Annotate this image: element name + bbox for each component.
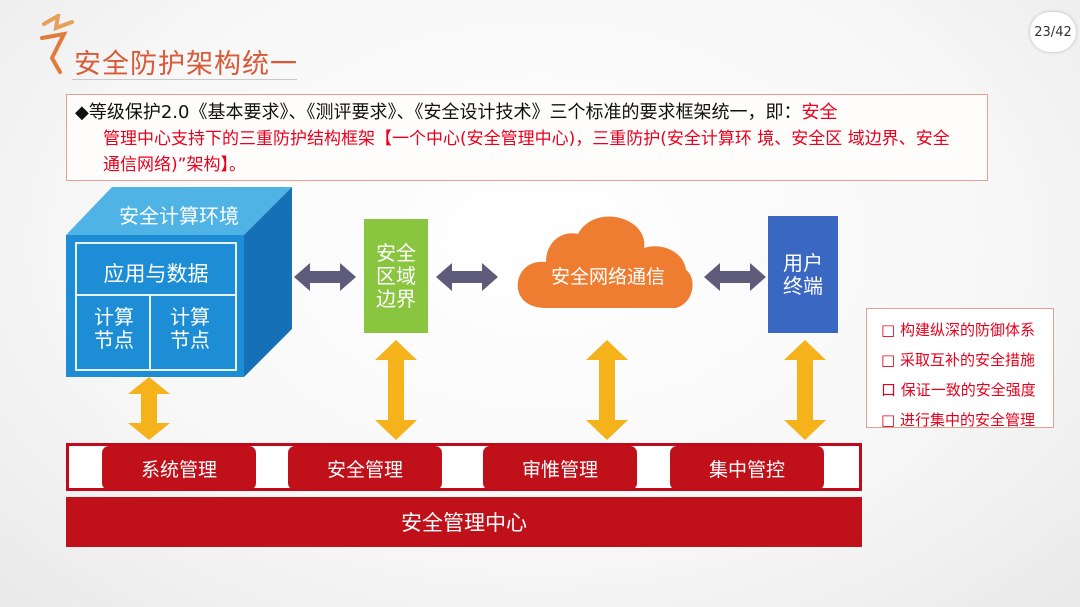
intro-line-2: 管理中心支持下的三重防护结构框架【一个中心(安全管理中心)，三重防护(安全计算环… <box>103 129 950 149</box>
area-boundary-box: 安全 区域 边界 <box>364 219 428 333</box>
list-item: 口 保证一致的安全强度 <box>881 381 1036 399</box>
title-underline <box>72 79 297 80</box>
double-arrow-icon <box>704 263 766 291</box>
compute-environment-cube <box>66 187 292 377</box>
list-item: □ 进行集中的安全管理 <box>881 411 1035 429</box>
compute-node-right: 计算 节点 <box>170 305 210 352</box>
user-terminal-label: 用户 终端 <box>783 250 823 298</box>
security-management-center-bar: 安全管理中心 <box>66 497 862 547</box>
vertical-double-arrow-icon <box>375 340 417 440</box>
list-item: □ 采取互补的安全措施 <box>881 351 1035 369</box>
intro-line-3: 通信网络)”架构】。 <box>103 155 246 175</box>
system-management-pill: 系统管理 <box>102 446 256 490</box>
vertical-double-arrow-icon <box>784 340 826 440</box>
security-management-pill: 安全管理 <box>288 446 442 490</box>
principles-list: □ 构建纵深的防御体系 □ 采取互补的安全措施 口 保证一致的安全强度 □ 进行… <box>866 308 1054 429</box>
page-number-badge: 23/42 <box>1030 12 1076 52</box>
vertical-double-arrow-icon <box>128 377 170 440</box>
double-arrow-icon <box>294 263 356 291</box>
area-boundary-label: 安全 区域 边界 <box>376 240 416 311</box>
central-control-pill: 集中管控 <box>670 446 824 490</box>
intro-line-1: ◆等级保护2.0《基本要求》、《测评要求》、《安全设计技术》三个标准的要求框架统… <box>75 102 838 123</box>
network-comm-label: 安全网络通信 <box>550 266 665 288</box>
bullet-icon: ◆ <box>75 102 89 123</box>
intro-textbox: ◆等级保护2.0《基本要求》、《测评要求》、《安全设计技术》三个标准的要求框架统… <box>66 94 988 181</box>
user-terminal-box: 用户 终端 <box>768 216 838 333</box>
double-arrow-icon <box>436 263 498 291</box>
page-title: 安全防护架构统一 <box>74 49 298 80</box>
compute-environment-label: 安全计算环境 <box>119 204 239 228</box>
compute-node-left: 计算 节点 <box>94 305 134 352</box>
audit-management-pill: 审惟管理 <box>483 446 637 490</box>
cloud-icon <box>517 216 693 308</box>
vertical-double-arrow-icon <box>586 340 628 440</box>
list-item: □ 构建纵深的防御体系 <box>881 321 1035 339</box>
logo-mark-icon <box>40 14 74 74</box>
app-data-label: 应用与数据 <box>103 262 209 286</box>
